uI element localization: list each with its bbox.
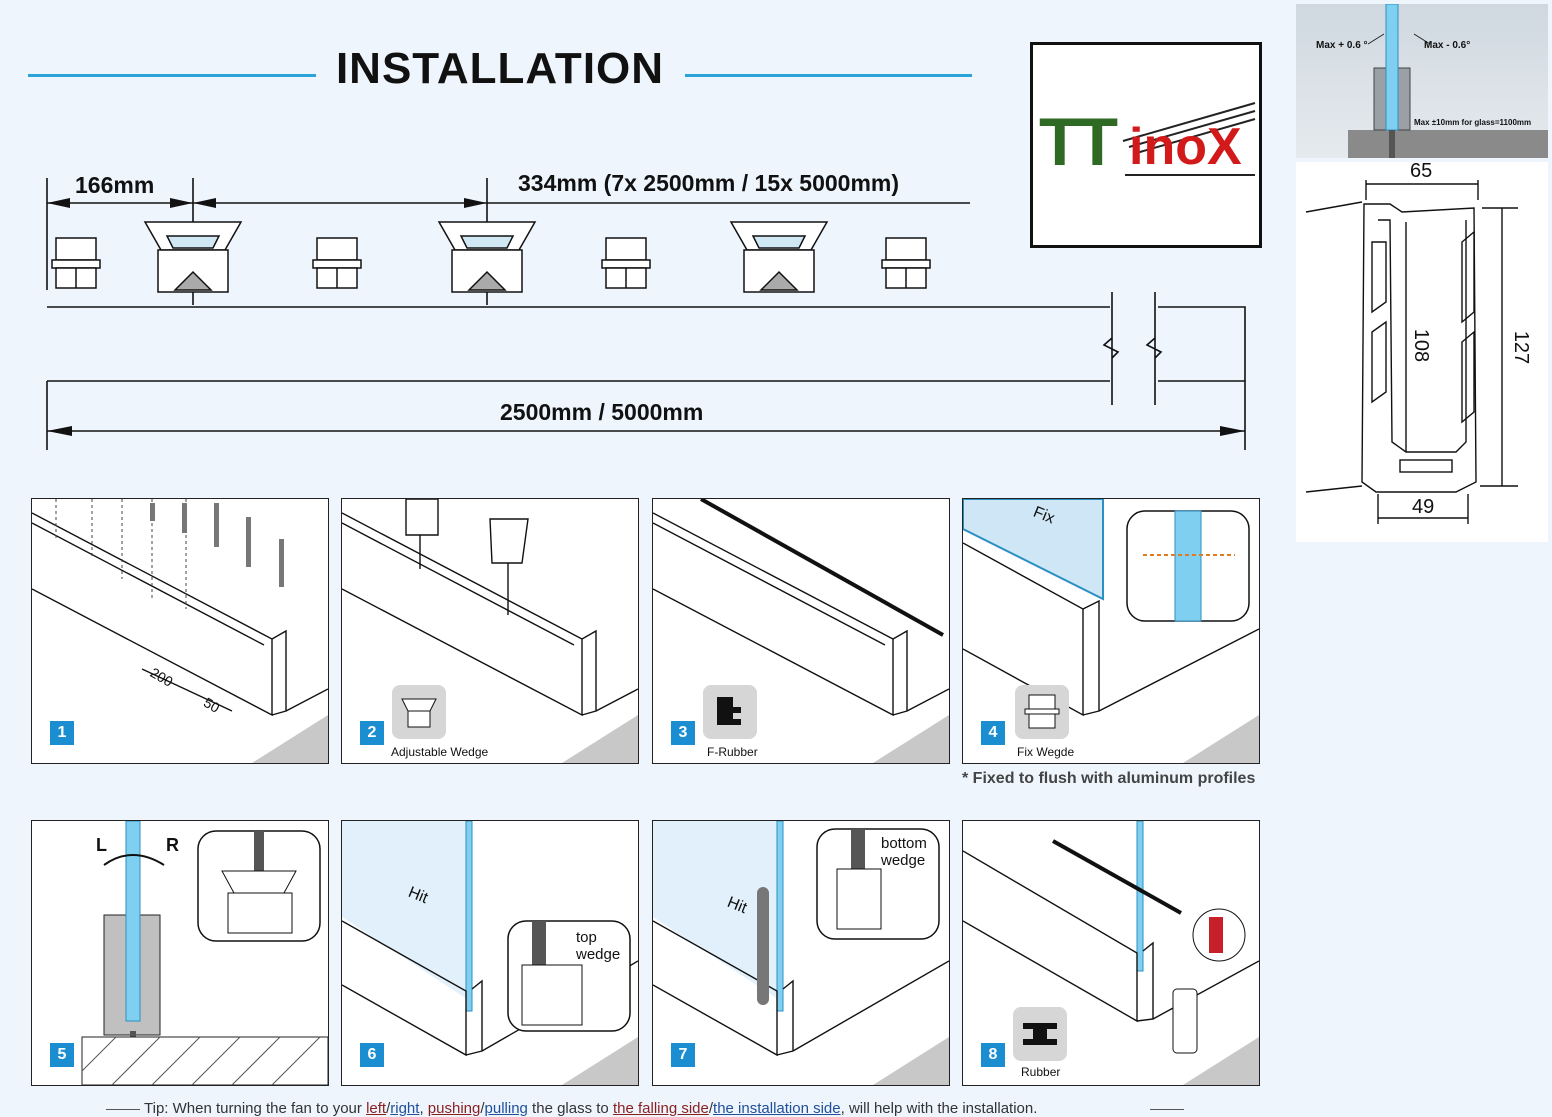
photo-label-plus: Max + 0.6 ° xyxy=(1316,40,1368,51)
step-4-caption: Fix Wegde xyxy=(1017,745,1075,759)
adjustable-wedge-icons xyxy=(143,221,829,293)
dim-334: 334mm (7x 2500mm / 15x 5000mm) xyxy=(518,170,900,196)
step-7-graphic xyxy=(653,821,949,1085)
step-panel-7: Hit bottom wedge 7 xyxy=(652,820,950,1086)
step-2-caption: Adjustable Wedge xyxy=(391,745,489,759)
flush-note: * Fixed to flush with aluminum profiles xyxy=(962,770,1256,787)
profile-photo: Max + 0.6 ° Max - 0.6° Max ±10mm for gla… xyxy=(1296,4,1548,158)
step-panel-6: Hit top wedge 6 xyxy=(341,820,639,1086)
rubber-icon xyxy=(1013,1007,1067,1061)
profile-width-top: 65 xyxy=(1410,160,1433,182)
step-panel-1: 200 50 1 xyxy=(31,498,329,764)
step-5-left: L xyxy=(96,835,107,855)
fix-wedge-icons xyxy=(51,237,931,289)
step-5-right: R xyxy=(166,835,179,855)
step-panel-4: Fix Fix Wegde 4 xyxy=(962,498,1260,764)
step-6-badge: 6 xyxy=(360,1043,384,1067)
step-1-badge: 1 xyxy=(50,721,74,745)
profile-total-height: 127 xyxy=(1510,330,1533,365)
step-1-graphic xyxy=(32,499,328,763)
title-rule-right xyxy=(685,74,972,77)
step-panel-2: Adjustable Wedge 2 xyxy=(341,498,639,764)
step-4-graphic xyxy=(963,499,1259,763)
step-panel-8: Rubber 8 xyxy=(962,820,1260,1086)
tip-rule-right xyxy=(1150,1109,1184,1110)
profile-inner-height: 108 xyxy=(1410,328,1433,363)
step-5-badge: 5 xyxy=(50,1043,74,1067)
photo-label-minus: Max - 0.6° xyxy=(1424,40,1471,51)
profile-layout-diagram xyxy=(46,178,1246,450)
step-8-badge: 8 xyxy=(981,1043,1005,1067)
installation-tip: Tip: When turning the fan to your left/r… xyxy=(144,1100,1038,1117)
dim-total: 2500mm / 5000mm xyxy=(500,399,704,425)
profile-drawing: 65 108 127 49 xyxy=(1296,160,1548,542)
dim-166: 166mm xyxy=(75,172,155,198)
step-3-graphic xyxy=(653,499,949,763)
step-panel-3: F-Rubber 3 xyxy=(652,498,950,764)
logo-tt: TT xyxy=(1039,104,1118,180)
step-3-caption: F-Rubber xyxy=(707,745,758,759)
step-6-graphic xyxy=(342,821,638,1085)
step-5-graphic xyxy=(81,821,328,1085)
step-6-callout: top wedge xyxy=(576,929,621,963)
brand-logo: TT inoX xyxy=(1030,42,1262,248)
tip-rule-left xyxy=(106,1109,140,1110)
title-rule-left xyxy=(28,74,316,77)
step-8-graphic xyxy=(963,821,1259,1085)
step-7-badge: 7 xyxy=(671,1043,695,1067)
step-4-badge: 4 xyxy=(981,721,1005,745)
adjustable-wedge-icon xyxy=(392,685,446,739)
step-3-badge: 3 xyxy=(671,721,695,745)
profile-photo-graphic xyxy=(1348,4,1548,158)
step-2-badge: 2 xyxy=(360,721,384,745)
profile-width-bottom: 49 xyxy=(1412,496,1435,518)
fix-wedge-icon xyxy=(1015,685,1069,739)
step-2-graphic xyxy=(342,499,638,763)
profile-drawing-graphic xyxy=(1305,180,1518,524)
page-title: INSTALLATION xyxy=(335,44,665,93)
step-panel-5: L R 5 xyxy=(31,820,329,1086)
step-8-caption: Rubber xyxy=(1021,1065,1061,1079)
logo-graphic xyxy=(1122,102,1256,176)
f-rubber-icon xyxy=(703,685,757,739)
photo-label-max: Max ±10mm for glass=1100mm xyxy=(1414,118,1532,127)
step-7-callout: bottom wedge xyxy=(881,835,927,869)
logo-inox: inoX xyxy=(1129,118,1242,176)
